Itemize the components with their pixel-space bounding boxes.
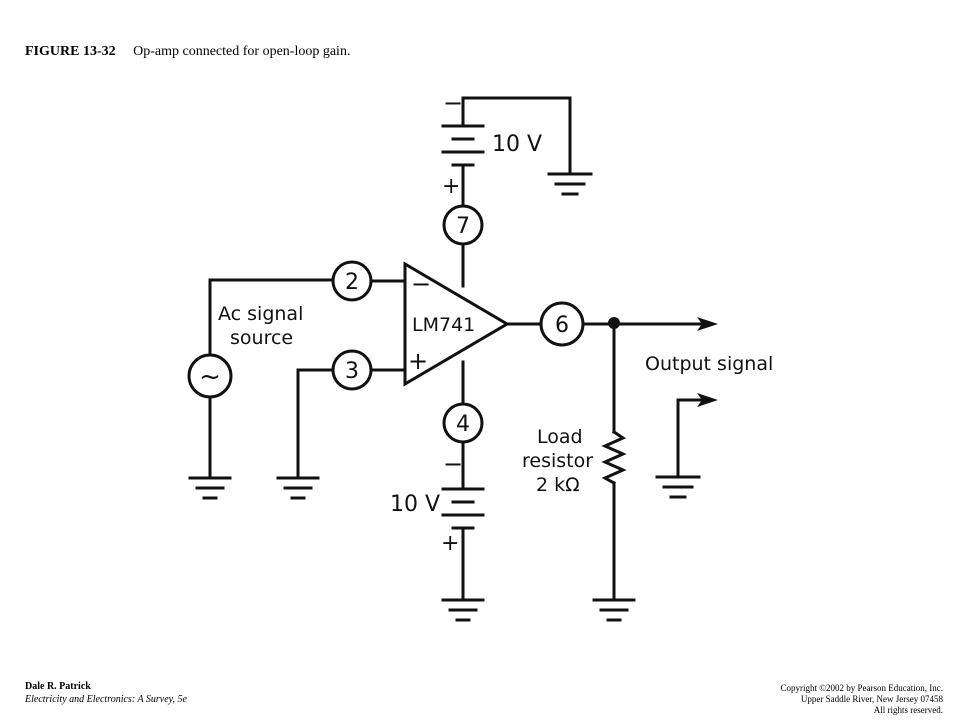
footer-credits: Dale R. Patrick Electricity and Electron… [25, 680, 187, 706]
pin-7-label: 7 [456, 214, 470, 239]
load-label-line2: resistor [522, 450, 593, 472]
pin-3: 3 [331, 349, 373, 391]
output-arrow [697, 317, 718, 331]
op-amp-lm741: LM741 − + [403, 261, 510, 387]
bottom-supply-minus: − [443, 450, 463, 478]
top-supply-plus: + [442, 174, 460, 199]
pin-2-label: 2 [345, 270, 359, 295]
figure-number: FIGURE 13-32 [25, 44, 116, 59]
pin-7: 7 [442, 204, 484, 246]
figure-title: Op-amp connected for open-loop gain. [133, 44, 351, 59]
copyright-line-3: All rights reserved. [873, 705, 943, 715]
copyright-line-1: Copyright ©2002 by Pearson Education, In… [780, 683, 943, 693]
pin-6-label: 6 [555, 313, 569, 338]
op-amp-label: LM741 [412, 314, 475, 336]
bottom-supply-battery: − + 10 V [390, 450, 485, 600]
ac-signal-source: ~ [187, 353, 233, 399]
source-label-line2: source [230, 327, 293, 349]
footer-book-title: Electricity and Electronics: A Survey, 5… [25, 694, 187, 705]
load-label-line3: 2 kΩ [536, 474, 580, 496]
pin-4-label: 4 [456, 412, 470, 437]
pin-6: 6 [539, 301, 585, 347]
pin-4: 4 [442, 402, 484, 444]
source-label-line1: Ac signal [218, 303, 303, 325]
load-resistor [601, 429, 627, 486]
load-label-line1: Load [537, 426, 583, 448]
pin-3-label: 3 [345, 359, 359, 384]
top-supply-battery: − + 10 V [441, 89, 572, 208]
figure-caption: FIGURE 13-32 Op-amp connected for open-l… [25, 44, 350, 60]
top-supply-voltage: 10 V [492, 132, 542, 157]
ground-top [547, 172, 593, 196]
footer-author: Dale R. Patrick [25, 681, 91, 692]
footer-copyright: Copyright ©2002 by Pearson Education, In… [780, 683, 943, 716]
op-amp-noninverting-sign: + [408, 347, 428, 375]
ac-source-symbol: ~ [199, 362, 221, 392]
bottom-supply-voltage: 10 V [390, 492, 440, 517]
pin-2: 2 [331, 260, 373, 302]
copyright-line-2: Upper Saddle River, New Jersey 07458 [800, 694, 943, 704]
op-amp-inverting-sign: − [411, 270, 431, 298]
output-label: Output signal [645, 353, 773, 375]
output-step-indicator [655, 393, 718, 499]
bottom-supply-plus: + [441, 531, 459, 556]
ground-source [188, 476, 232, 500]
ground-load [592, 598, 636, 622]
ground-bottom-supply [441, 598, 485, 622]
ground-pin3 [276, 476, 320, 500]
top-supply-minus: − [443, 89, 463, 117]
